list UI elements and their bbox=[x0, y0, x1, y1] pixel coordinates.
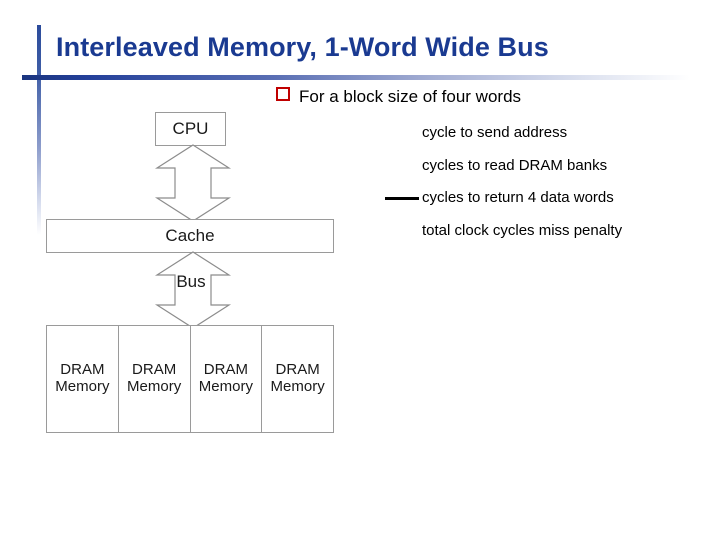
double-headed-block-arrow-icon-cpu-cache bbox=[154, 144, 232, 222]
list-item: cycles to read DRAM banks bbox=[384, 153, 704, 186]
sum-rule bbox=[385, 197, 419, 200]
left-accent-vertical-rule bbox=[37, 25, 41, 235]
dram-bank-2-line2: Memory bbox=[198, 378, 253, 395]
breakdown-line-2-text: cycles to return 4 data words bbox=[422, 189, 614, 206]
cpu-box: CPU bbox=[155, 112, 226, 146]
miss-penalty-breakdown-list: cycle to send address cycles to read DRA… bbox=[384, 120, 704, 250]
dram-bank-0-line1: DRAM bbox=[60, 361, 105, 379]
cpu-label: CPU bbox=[172, 119, 209, 138]
breakdown-line-1-text: cycles to read DRAM banks bbox=[422, 156, 608, 174]
dram-bank-row: DRAM Memory DRAM Memory DRAM Memory DRAM… bbox=[46, 325, 334, 433]
dram-bank-1-line2: Memory bbox=[127, 378, 182, 395]
list-item: cycle to send address bbox=[384, 120, 704, 153]
dram-bank-0: DRAM Memory bbox=[47, 326, 119, 432]
dram-bank-3: DRAM Memory bbox=[262, 326, 333, 432]
dram-bank-2-line1: DRAM bbox=[203, 361, 248, 379]
title-underline-rule bbox=[22, 75, 690, 80]
breakdown-line-0-text: cycle to send address bbox=[422, 124, 568, 141]
cache-label: Cache bbox=[165, 226, 215, 245]
list-item: total clock cycles miss penalty bbox=[384, 218, 704, 251]
dram-bank-1-line1: DRAM bbox=[132, 361, 177, 379]
cache-box: Cache bbox=[46, 219, 334, 253]
dram-bank-0-line2: Memory bbox=[55, 378, 110, 395]
dram-bank-3-line1: DRAM bbox=[275, 361, 320, 379]
list-item: cycles to return 4 data words bbox=[384, 185, 704, 218]
bullet-item-label: For a block size of four words bbox=[299, 87, 522, 106]
breakdown-line-3-text: total clock cycles miss penalty bbox=[422, 221, 623, 239]
dram-bank-2: DRAM Memory bbox=[191, 326, 263, 432]
bullet-item: For a block size of four words bbox=[276, 87, 521, 107]
dram-bank-3-line2: Memory bbox=[270, 378, 325, 395]
dram-bank-1: DRAM Memory bbox=[119, 326, 191, 432]
page-title: Interleaved Memory, 1-Word Wide Bus bbox=[56, 32, 549, 62]
red-square-bullet-icon bbox=[276, 87, 290, 101]
bus-label: Bus bbox=[176, 272, 206, 291]
memory-hierarchy-diagram: CPU Cache Bus DRAM Memory DRAM Memory DR… bbox=[0, 0, 380, 460]
